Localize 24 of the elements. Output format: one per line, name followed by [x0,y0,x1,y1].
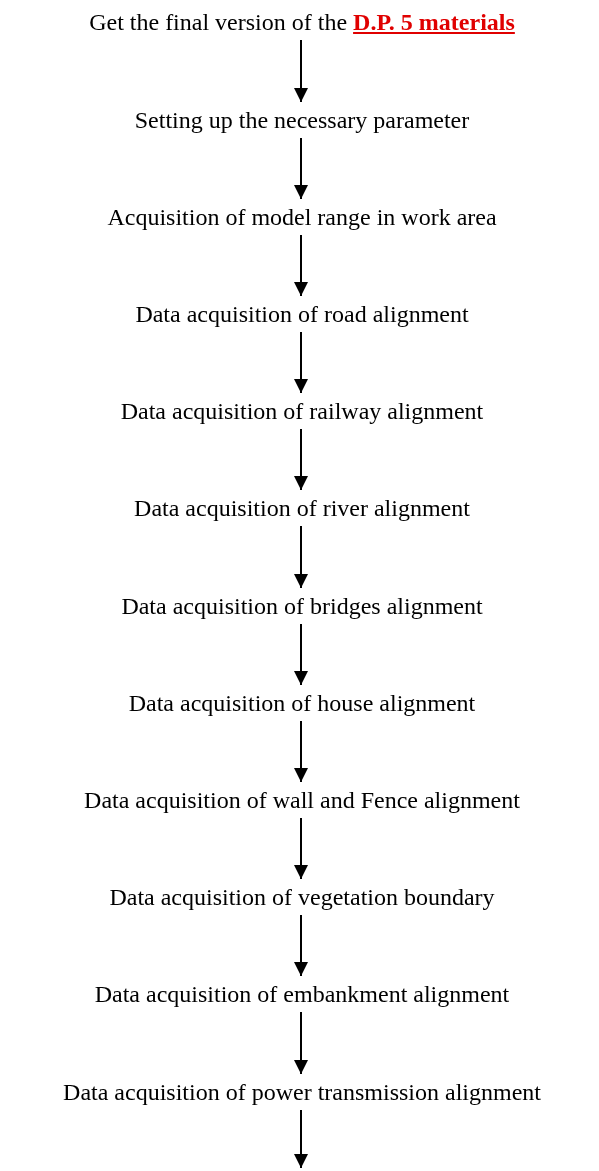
step-text: Data acquisition of river alignment [134,494,470,522]
step-text: Data acquisition of railway alignment [120,397,484,425]
arrow [294,525,308,589]
step-text: Data acquisition of vegetation boundary [109,883,495,911]
step-text: Data acquisition of bridges alignment [121,592,483,620]
step-text: Get the final version of the D.P. 5 materials [89,8,515,36]
arrow [294,1109,308,1169]
arrow [294,720,308,783]
step-text: Data acquisition of road alignment [135,300,469,328]
arrow [294,137,308,200]
step-text: Data acquisition of wall and Fence alignment [84,786,520,814]
step-text: Data acquisition of power transmission alignment [63,1078,541,1106]
arrow [294,623,308,686]
step-text: Data acquisition of embankment alignment [94,980,510,1008]
arrow [294,39,308,103]
step-text: Data acquisition of house alignment [128,689,476,717]
arrow [294,914,308,977]
arrow [294,428,308,491]
step-text: Acquisition of model range in work area [107,203,497,231]
arrow [294,331,308,394]
arrow [294,1011,308,1075]
arrow [294,817,308,880]
step-text: Setting up the necessary parameter [134,106,470,134]
arrow [294,234,308,297]
